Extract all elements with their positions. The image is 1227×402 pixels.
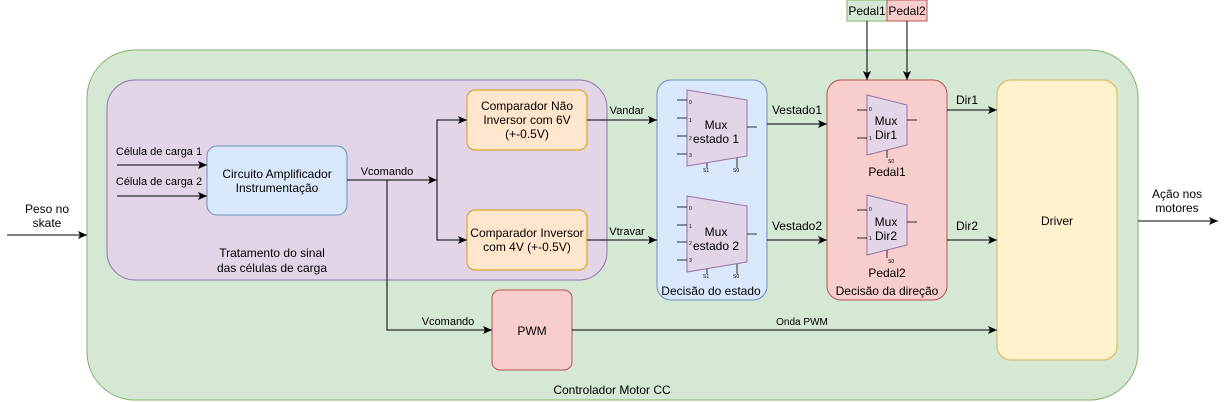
comparator-a-label-3: (+-0.5V)	[505, 127, 549, 141]
svg-text:3: 3	[689, 153, 692, 159]
mux-estado-1-label-2: estado 1	[693, 132, 739, 146]
mux-dir-2-label-2: Dir2	[875, 229, 897, 243]
vcomando-label: Vcomando	[361, 166, 414, 178]
connectors	[7, 21, 1218, 334]
onda-pwm-label: Onda PWM	[776, 317, 828, 328]
mux-dir-2-label-1: Mux	[875, 215, 898, 229]
svg-text:3: 3	[689, 258, 692, 264]
comparator-a-label-2: Inversor com 6V	[483, 113, 570, 127]
svg-text:S0: S0	[888, 159, 894, 165]
svg-text:S0: S0	[733, 168, 739, 174]
direction-pedal1-label: Pedal1	[868, 165, 906, 179]
amplifier-label-1: Circuito Amplificador	[222, 167, 331, 181]
svg-text:S1: S1	[703, 168, 709, 174]
svg-text:S0: S0	[888, 259, 894, 265]
dir2-label: Dir2	[956, 219, 978, 233]
mux-dir-1-label-1: Mux	[875, 114, 898, 128]
comparator-a-label-1: Comparador Não	[481, 99, 573, 113]
pwm-label: PWM	[517, 324, 546, 338]
mux-estado-2-label-1: Mux	[705, 225, 728, 239]
pedal2-input-label: Pedal2	[888, 4, 926, 18]
svg-text:2: 2	[689, 241, 692, 247]
svg-text:1: 1	[869, 236, 872, 242]
vestado1-label: Vestado1	[772, 103, 822, 117]
svg-text:S0: S0	[733, 274, 739, 280]
output-action-label-1: Ação nos	[1152, 187, 1202, 201]
mux-estado-1: 0 1 2 3 S1 S0 Mux estado 1	[677, 89, 757, 174]
amplifier-label-2: Instrumentação	[236, 181, 319, 195]
mux-dir-1-label-2: Dir1	[875, 128, 897, 142]
state-decision-label: Decisão do estado	[661, 284, 761, 298]
mux-dir-2: 0 1 S0 Mux Dir2	[857, 194, 917, 265]
input-weight-label-1: Peso no	[25, 202, 69, 216]
vtravar-label: Vtravar	[609, 226, 645, 238]
vandar-label: Vandar	[610, 105, 645, 117]
svg-text:1: 1	[689, 118, 692, 124]
signal-treatment-label-1: Tratamento do sinal	[219, 246, 325, 260]
direction-decision-box	[826, 79, 948, 301]
pedal1-input-label: Pedal1	[848, 4, 886, 18]
svg-text:S1: S1	[703, 274, 709, 280]
comparator-b-label-2: com 4V (+-0.5V)	[483, 240, 571, 254]
vcomando-pwm-label: Vcomando	[422, 316, 475, 328]
svg-text:0: 0	[689, 100, 692, 106]
svg-text:0: 0	[869, 107, 872, 113]
comparator-b-label-1: Comparador Inversor	[470, 226, 583, 240]
driver-label: Driver	[1041, 214, 1073, 228]
svg-text:0: 0	[689, 206, 692, 212]
mux-estado-2: 0 1 2 3 S1 S0 Mux estado 2	[677, 195, 757, 280]
input-weight-label-2: skate	[33, 216, 62, 230]
svg-text:0: 0	[869, 207, 872, 213]
cell2-label: Célula de carga 2	[116, 176, 202, 188]
direction-pedal2-label: Pedal2	[868, 266, 906, 280]
svg-text:1: 1	[689, 224, 692, 230]
controller-label: Controlador Motor CC	[553, 383, 671, 397]
vestado2-label: Vestado2	[772, 219, 822, 233]
mux-dir-1: 0 1 S0 Mux Dir1	[857, 94, 917, 165]
svg-text:1: 1	[869, 136, 872, 142]
dir1-label: Dir1	[956, 93, 978, 107]
direction-decision-label: Decisão da direção	[836, 284, 939, 298]
signal-treatment-label-2: das células de carga	[217, 261, 327, 275]
driver-box	[996, 79, 1118, 361]
output-action-label-2: motores	[1155, 201, 1198, 215]
mux-estado-1-label-1: Mux	[705, 118, 728, 132]
cell1-label: Célula de carga 1	[116, 146, 202, 158]
mux-estado-2-label-2: estado 2	[693, 239, 739, 253]
svg-text:2: 2	[689, 136, 692, 142]
